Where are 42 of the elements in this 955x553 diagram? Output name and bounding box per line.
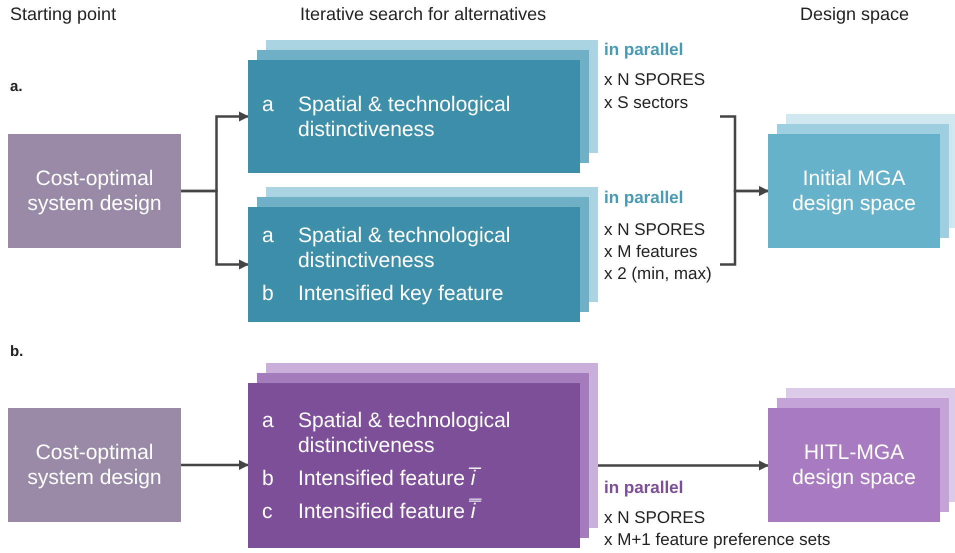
- panel-label: b.: [10, 343, 24, 360]
- process-box: [8, 134, 181, 248]
- column-heading: Starting point: [10, 4, 116, 25]
- panel-label: a.: [10, 78, 23, 95]
- annotation-text: x N SPORES: [604, 70, 706, 90]
- item-letter: a: [262, 223, 275, 249]
- item-letter: b: [262, 281, 275, 306]
- column-heading: Iterative search for alternatives: [300, 4, 546, 25]
- item-text: Spatial & technological distinctiveness: [298, 408, 512, 458]
- process-box: [8, 408, 181, 522]
- arrow: [720, 186, 769, 266]
- process-box: [248, 207, 580, 322]
- arrow: [181, 460, 249, 470]
- item-letter: b: [262, 466, 275, 490]
- annotation-text: x 2 (min, max): [604, 264, 712, 284]
- column-heading: Design space: [800, 4, 910, 25]
- item-letter: a: [262, 92, 275, 118]
- box-text: Cost-optimal system design: [26, 166, 163, 216]
- item-letter: a: [262, 408, 275, 434]
- arrow: [181, 190, 249, 270]
- process-box: [248, 383, 580, 548]
- box-text: Initial MGA design space: [791, 166, 917, 216]
- annotation-heading: in parallel: [604, 40, 684, 60]
- item-text: Intensified feature i̅: [298, 466, 568, 490]
- box-text: Cost-optimal system design: [26, 440, 163, 490]
- annotation-text: x S sectors: [604, 93, 688, 113]
- annotation-text: x N SPORES: [604, 220, 706, 240]
- item-text: Spatial & technological distinctiveness: [298, 223, 512, 273]
- annotation-heading: in parallel: [604, 478, 684, 498]
- arrow: [598, 460, 769, 470]
- annotation-heading: in parallel: [604, 188, 684, 208]
- process-box: [768, 134, 940, 248]
- process-box: [248, 60, 580, 173]
- process-box: [768, 408, 940, 522]
- annotation-text: x M+1 feature preference sets: [604, 530, 830, 550]
- annotation-text: x M features: [604, 242, 698, 262]
- item-letter: c: [262, 498, 274, 524]
- item-text: Intensified key feature: [298, 281, 504, 306]
- item-text: Intensified feature i̿: [298, 498, 568, 524]
- annotation-text: x N SPORES: [604, 508, 706, 528]
- item-text: Spatial & technological distinctiveness: [298, 92, 512, 142]
- box-text: HITL-MGA design space: [791, 440, 917, 490]
